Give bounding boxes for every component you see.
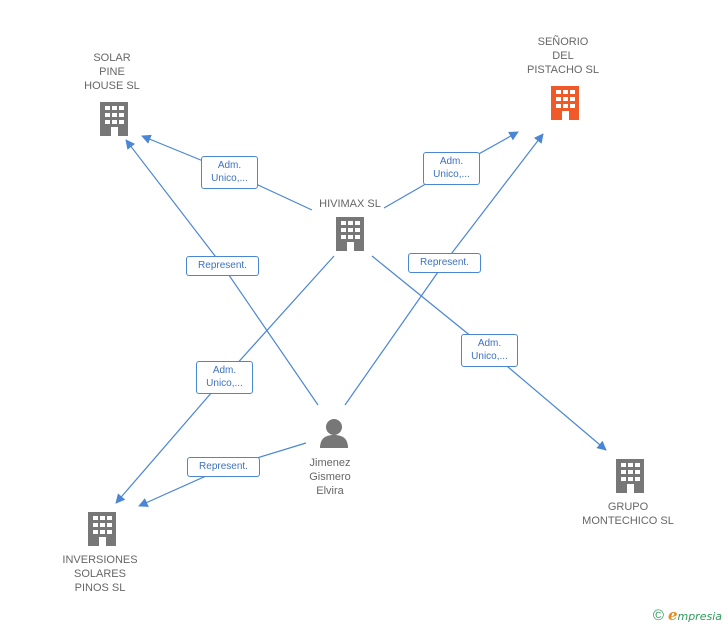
- edge-label-jimenez-solar[interactable]: Represent.: [186, 256, 259, 276]
- building-icon[interactable]: [88, 512, 116, 546]
- node-label-hivimax[interactable]: HIVIMAX SL: [319, 198, 381, 210]
- edge-label-hivimax-grupo[interactable]: Adm. Unico,...: [461, 334, 518, 367]
- edge-label-hivimax-inversiones[interactable]: Adm. Unico,...: [196, 361, 253, 394]
- building-icon[interactable]: [616, 459, 644, 493]
- edge-label-hivimax-senorio[interactable]: Adm. Unico,...: [423, 152, 480, 185]
- building-icon[interactable]: [551, 86, 579, 120]
- node-label-inversiones[interactable]: INVERSIONES SOLARES PINOS SL: [62, 554, 138, 594]
- node-label-jimenez[interactable]: Jimenez Gismero Elvira: [309, 457, 351, 497]
- node-label-solar-pine-house[interactable]: SOLAR PINE HOUSE SL: [84, 52, 140, 92]
- edge-label-jimenez-senorio[interactable]: Represent.: [408, 253, 481, 273]
- brand-logo-e: e: [667, 606, 678, 624]
- person-icon[interactable]: [320, 419, 348, 448]
- node-label-grupo-montechico[interactable]: GRUPO MONTECHICO SL: [582, 501, 674, 527]
- node-label-senorio-pistacho[interactable]: SEÑORIO DEL PISTACHO SL: [527, 36, 599, 76]
- brand-logo-text: mpresia: [677, 610, 722, 623]
- edge-label-jimenez-inversiones[interactable]: Represent.: [187, 457, 260, 477]
- copyright-symbol: ©: [652, 607, 664, 624]
- building-icon[interactable]: [100, 102, 128, 136]
- brand-footer: ©empresia: [653, 606, 722, 624]
- edge-label-hivimax-solar[interactable]: Adm. Unico,...: [201, 156, 258, 189]
- building-icon[interactable]: [336, 217, 364, 251]
